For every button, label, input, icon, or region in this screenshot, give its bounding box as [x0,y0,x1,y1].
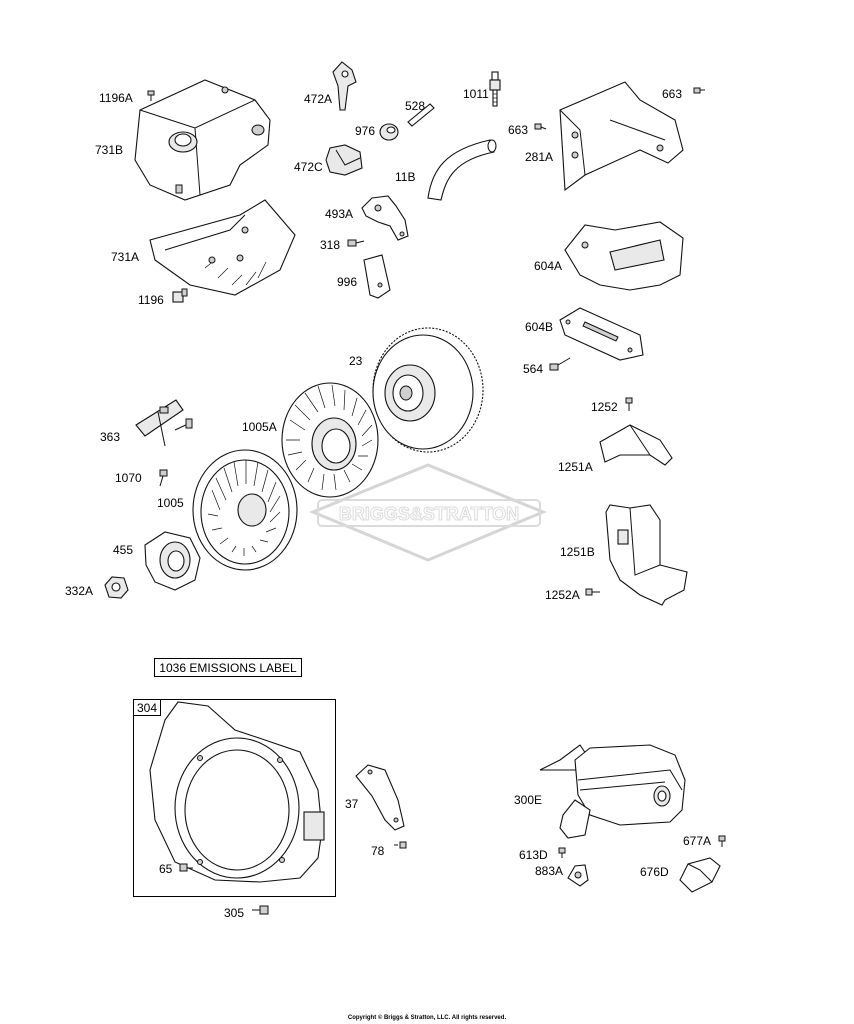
muffler-300E [539,744,686,839]
label-1005A: 1005A [242,420,277,434]
label-1251B: 1251B [560,545,595,559]
label-363: 363 [100,430,121,444]
cover-1251A [599,424,673,466]
screw-305 [252,905,269,915]
label-1251A: 1251A [558,460,593,474]
screw-65 [179,863,193,872]
baffle-1251B [605,504,688,606]
label-304: 304 [133,699,161,716]
gasket-883A [567,864,589,887]
emissions-label-box: 1036 EMISSIONS LABEL [154,658,302,677]
guard-37 [355,764,405,831]
label-472A: 472A [304,92,333,106]
label-11B: 11B [395,170,416,184]
label-976: 976 [355,124,376,138]
label-493A: 493A [325,207,354,221]
screw-1252 [625,397,633,411]
label-455: 455 [113,543,134,557]
label-318: 318 [320,238,341,252]
plate-996 [363,254,391,299]
link-363 [135,399,193,447]
label-1005: 1005 [157,496,184,510]
label-604B: 604B [525,320,554,334]
knob-976 [379,123,399,141]
choke-lever-472A [332,61,357,111]
screw-318 [347,239,365,247]
label-564: 564 [523,362,544,376]
screw-663-left [534,123,547,130]
label-37: 37 [345,797,359,811]
screw-1196A [147,90,155,101]
label-300E: 300E [514,793,543,807]
label-332A: 332A [65,584,94,598]
shield-281A [559,81,684,192]
screen-1005 [192,449,298,571]
label-65: 65 [159,862,173,876]
nut-1196 [172,288,188,303]
label-1196A: 1196A [99,91,133,105]
blower-housing-304 [149,701,325,883]
label-281A: 281A [525,150,554,164]
label-996: 996 [337,275,358,289]
air-cleaner-base-731A [149,199,296,296]
label-23: 23 [349,354,363,368]
screw-1070 [159,469,168,487]
screw-78 [394,841,407,849]
plate-604B [559,307,644,361]
label-1252A: 1252A [545,588,580,602]
label-613D: 613D [519,848,548,862]
blower-housing-kit-box [133,699,336,897]
air-cleaner-cover-731B [134,79,271,201]
screw-1252A [585,588,600,596]
label-1011: 1011 [463,87,489,101]
screw-677A [718,835,726,847]
screw-613D [558,847,566,858]
tube-528 [407,103,435,127]
label-663-left: 663 [508,123,529,137]
label-663-top: 663 [662,87,683,101]
guard-676D [679,857,721,893]
bracket-493A [361,195,409,241]
label-1196: 1196 [138,293,164,307]
hose-11B [427,139,497,201]
svg-text:BRIGGS&STRATTON: BRIGGS&STRATTON [339,504,519,524]
copyright-notice: Copyright © Briggs & Stratton, LLC. All … [347,1015,507,1021]
briggs-stratton-watermark: BRIGGS&STRATTON [309,463,547,562]
label-1070: 1070 [115,471,142,485]
label-731A: 731A [111,250,140,264]
label-731B: 731B [95,143,124,157]
label-676D: 676D [640,865,669,879]
starter-cup-455 [144,531,201,591]
label-528: 528 [405,99,426,113]
nut-332A [104,576,129,599]
label-604A: 604A [534,259,563,273]
choke-bracket-472C [325,144,363,176]
label-78: 78 [371,844,385,858]
label-1252: 1252 [591,400,618,414]
screw-564 [549,357,571,371]
screw-663-top [693,87,705,94]
label-305: 305 [224,906,245,920]
label-472C: 472C [294,160,323,174]
flywheel-23 [372,327,484,453]
fan-1005A [281,382,379,498]
spark-plug-1011 [489,71,501,107]
label-883A: 883A [535,864,564,878]
label-677A: 677A [683,834,712,848]
guard-604A [564,221,684,291]
